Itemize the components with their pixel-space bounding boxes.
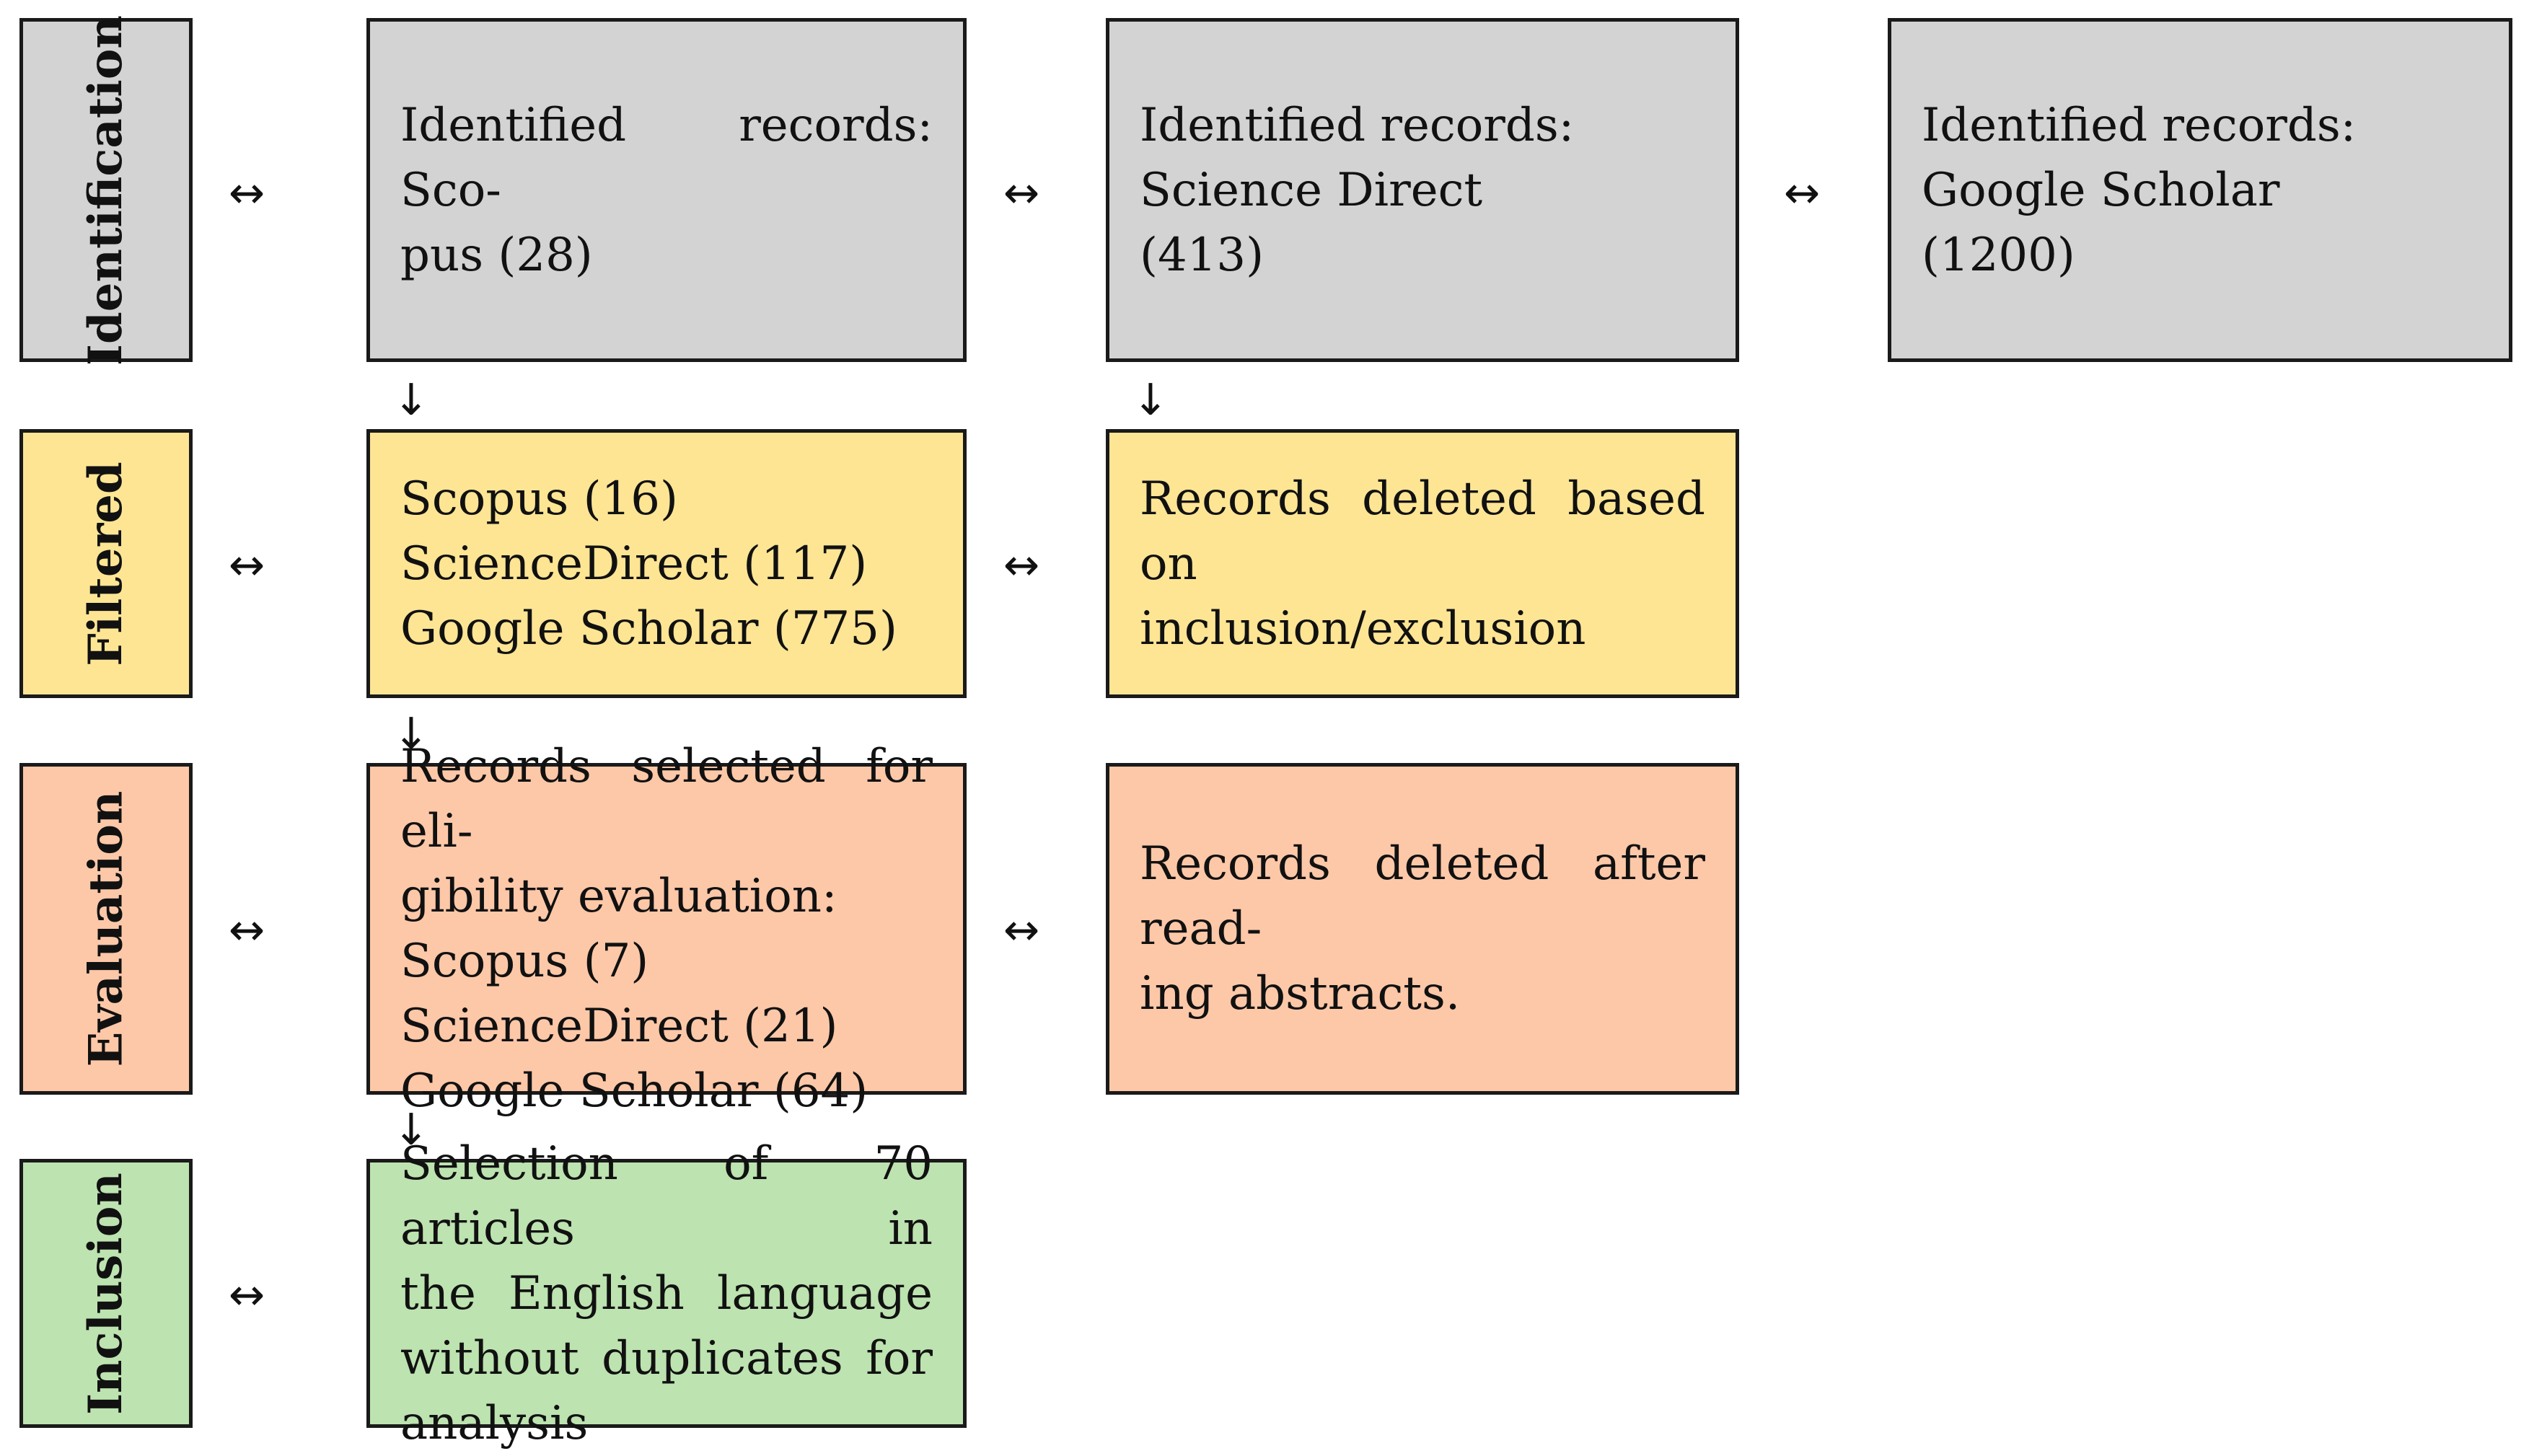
identified-scopus-box: Identified records: Sco- pus (28)	[366, 18, 967, 362]
stage-inclusion: Inclusion	[19, 1159, 193, 1428]
double-arrow-icon: ↔	[228, 905, 265, 956]
identified-scopus-line1: Identified records: Sco-	[400, 98, 933, 217]
filtered-deleted-box: Records deleted based on inclusion/exclu…	[1106, 429, 1739, 698]
inclusion-selection-line4: analysis	[400, 1396, 589, 1450]
stage-evaluation-label: Evaluation	[79, 790, 133, 1067]
evaluation-selected-line1: Records selected for eli-	[400, 740, 933, 858]
identified-sciencedirect-line3: (413)	[1140, 228, 1264, 282]
filtered-googlescholar: Google Scholar (775)	[400, 601, 897, 656]
stage-inclusion-label: Inclusion	[79, 1172, 133, 1415]
identified-googlescholar-line2: Google Scholar	[1922, 163, 2280, 217]
identified-sciencedirect-line1: Identified records:	[1140, 98, 1575, 152]
evaluation-selected-box: Records selected for eli- gibility evalu…	[366, 740, 967, 1118]
filtered-scopus: Scopus (16)	[400, 472, 678, 526]
identified-sciencedirect-line2: Science Direct	[1140, 163, 1483, 217]
down-arrow-icon: ↓	[392, 375, 430, 425]
evaluation-googlescholar: Google Scholar (64)	[400, 1064, 868, 1118]
filtered-deleted-line1: Records deleted based on	[1140, 472, 1705, 591]
stage-filtered-label: Filtered	[79, 461, 133, 666]
down-arrow-icon: ↓	[392, 709, 430, 759]
identified-googlescholar-line3: (1200)	[1922, 228, 2075, 282]
inclusion-selection-line3: without duplicates for	[400, 1331, 933, 1385]
filtered-records-box: Scopus (16) ScienceDirect (117) Google S…	[366, 429, 967, 698]
double-arrow-icon: ↔	[1783, 168, 1821, 219]
double-arrow-icon: ↔	[228, 540, 265, 591]
evaluation-selected-line2: gibility evaluation:	[400, 870, 837, 923]
double-arrow-icon: ↔	[228, 168, 265, 219]
evaluation-sciencedirect: ScienceDirect (21)	[400, 1000, 838, 1053]
stage-evaluation: Evaluation	[19, 763, 193, 1095]
identified-scopus-line2: pus (28)	[400, 228, 593, 282]
inclusion-selection-line2: the English language	[400, 1266, 933, 1320]
stage-identification: Identification	[19, 15, 193, 365]
double-arrow-icon: ↔	[1003, 905, 1040, 956]
filtered-deleted-line2: inclusion/exclusion	[1140, 601, 1586, 656]
double-arrow-icon: ↔	[228, 1270, 265, 1320]
double-arrow-icon: ↔	[1003, 540, 1040, 591]
double-arrow-icon: ↔	[1003, 168, 1040, 219]
stage-identification-label: Identification	[79, 14, 133, 366]
down-arrow-icon: ↓	[392, 1105, 430, 1155]
identified-sciencedirect-box: Identified records: Science Direct (413)	[1106, 18, 1739, 362]
evaluation-deleted-line1: Records deleted after read-	[1140, 837, 1705, 956]
filtered-sciencedirect: ScienceDirect (117)	[400, 537, 868, 591]
evaluation-scopus: Scopus (7)	[400, 935, 649, 988]
identified-googlescholar-box: Identified records: Google Scholar (1200…	[1888, 18, 2512, 362]
evaluation-deleted-box: Records deleted after read- ing abstract…	[1106, 763, 1739, 1095]
inclusion-selection-line1: Selection of 70 articles in	[400, 1137, 933, 1256]
stage-filtered: Filtered	[19, 429, 193, 698]
down-arrow-icon: ↓	[1132, 375, 1169, 425]
inclusion-selection-box: Selection of 70 articles in the English …	[366, 1137, 967, 1450]
identified-googlescholar-line1: Identified records:	[1922, 98, 2357, 152]
evaluation-deleted-line2: ing abstracts.	[1140, 967, 1461, 1020]
